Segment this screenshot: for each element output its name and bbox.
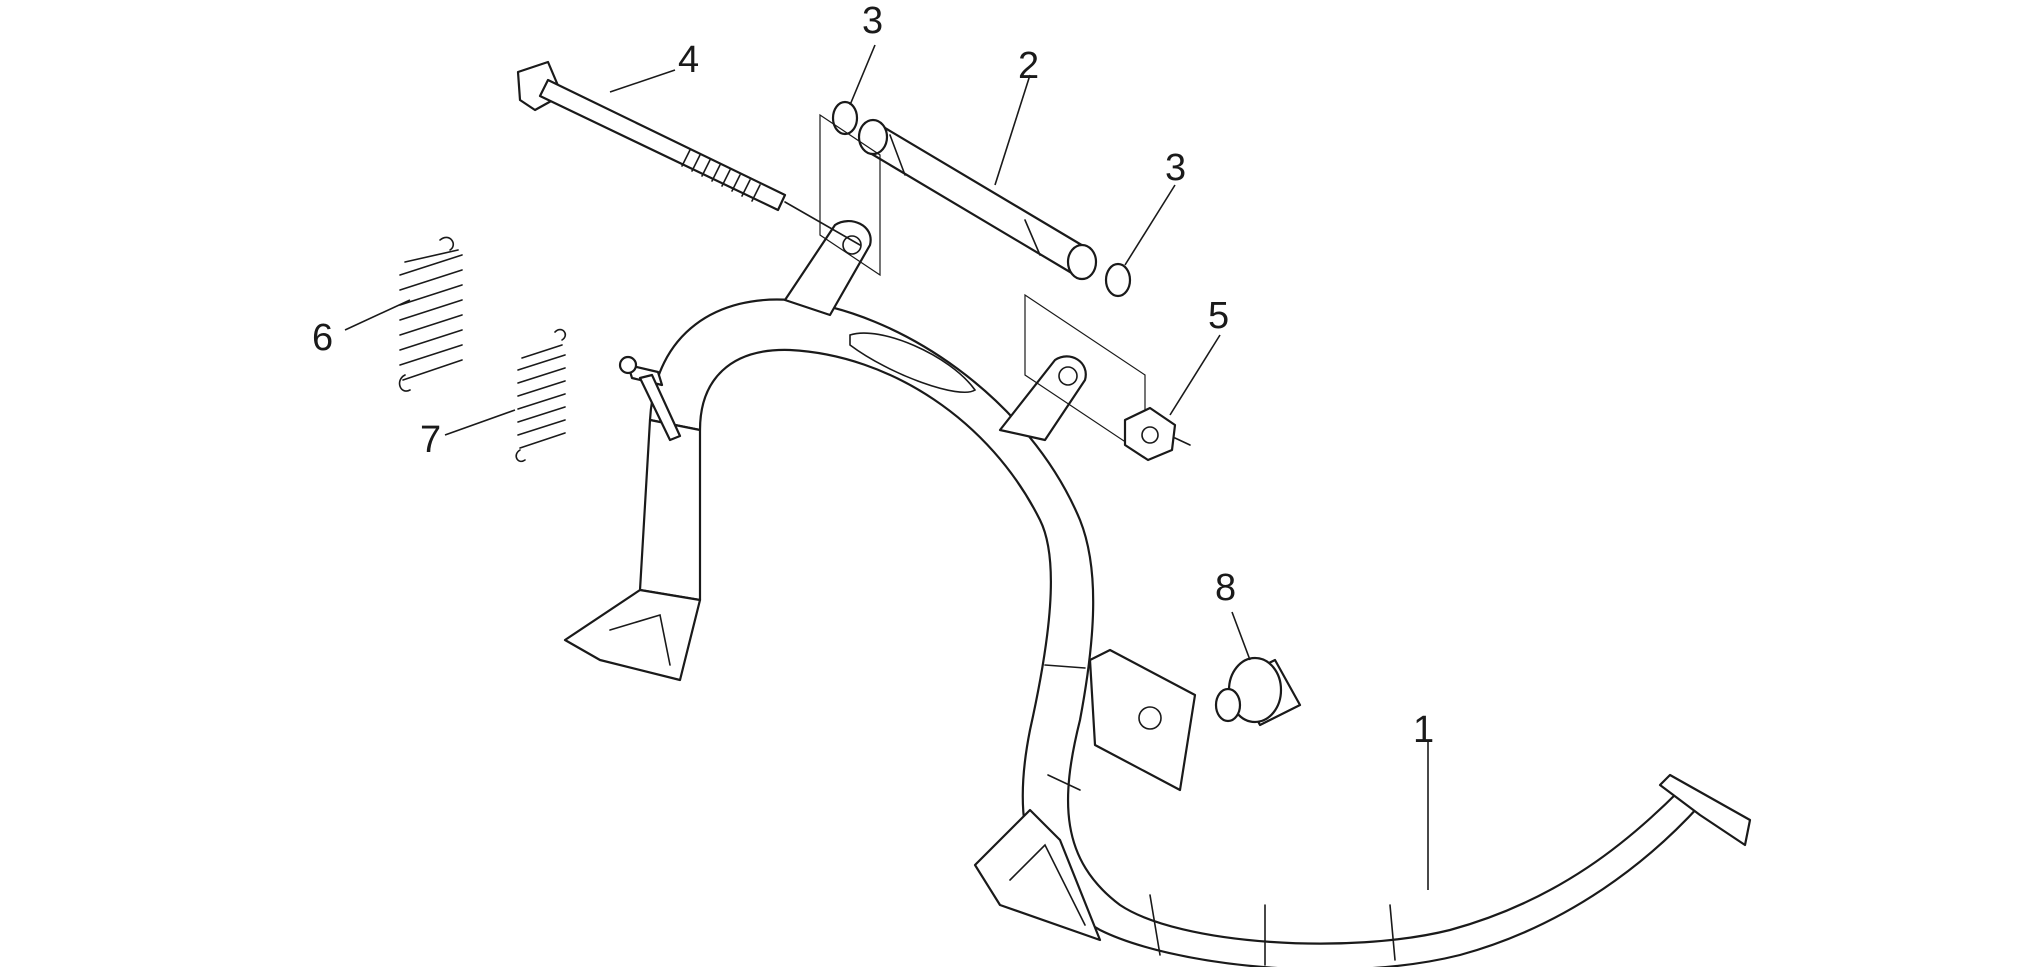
nut: [1123, 406, 1191, 462]
callout-8: 8: [1215, 567, 1236, 609]
bolt: [516, 60, 861, 246]
callout-5: 5: [1208, 295, 1229, 337]
spring-small: [515, 328, 567, 463]
callout-3-left: 3: [862, 0, 883, 42]
sleeve-tube: [857, 118, 1098, 281]
leader-lines: [344, 44, 1429, 890]
center-stand: [563, 220, 1752, 967]
callout-3-right: 3: [1165, 147, 1186, 189]
callout-2: 2: [1018, 45, 1039, 87]
washer-rings: [831, 100, 1132, 298]
callout-4: 4: [678, 39, 699, 81]
callout-7: 7: [420, 419, 441, 461]
rubber-buffer: [1214, 656, 1302, 727]
pin: [618, 355, 682, 442]
callout-6: 6: [312, 317, 333, 359]
callout-1: 1: [1413, 709, 1434, 751]
spring-large: [398, 236, 463, 392]
callout-labels: 1 2 3 3 4 5 6 7 8: [312, 0, 1434, 751]
